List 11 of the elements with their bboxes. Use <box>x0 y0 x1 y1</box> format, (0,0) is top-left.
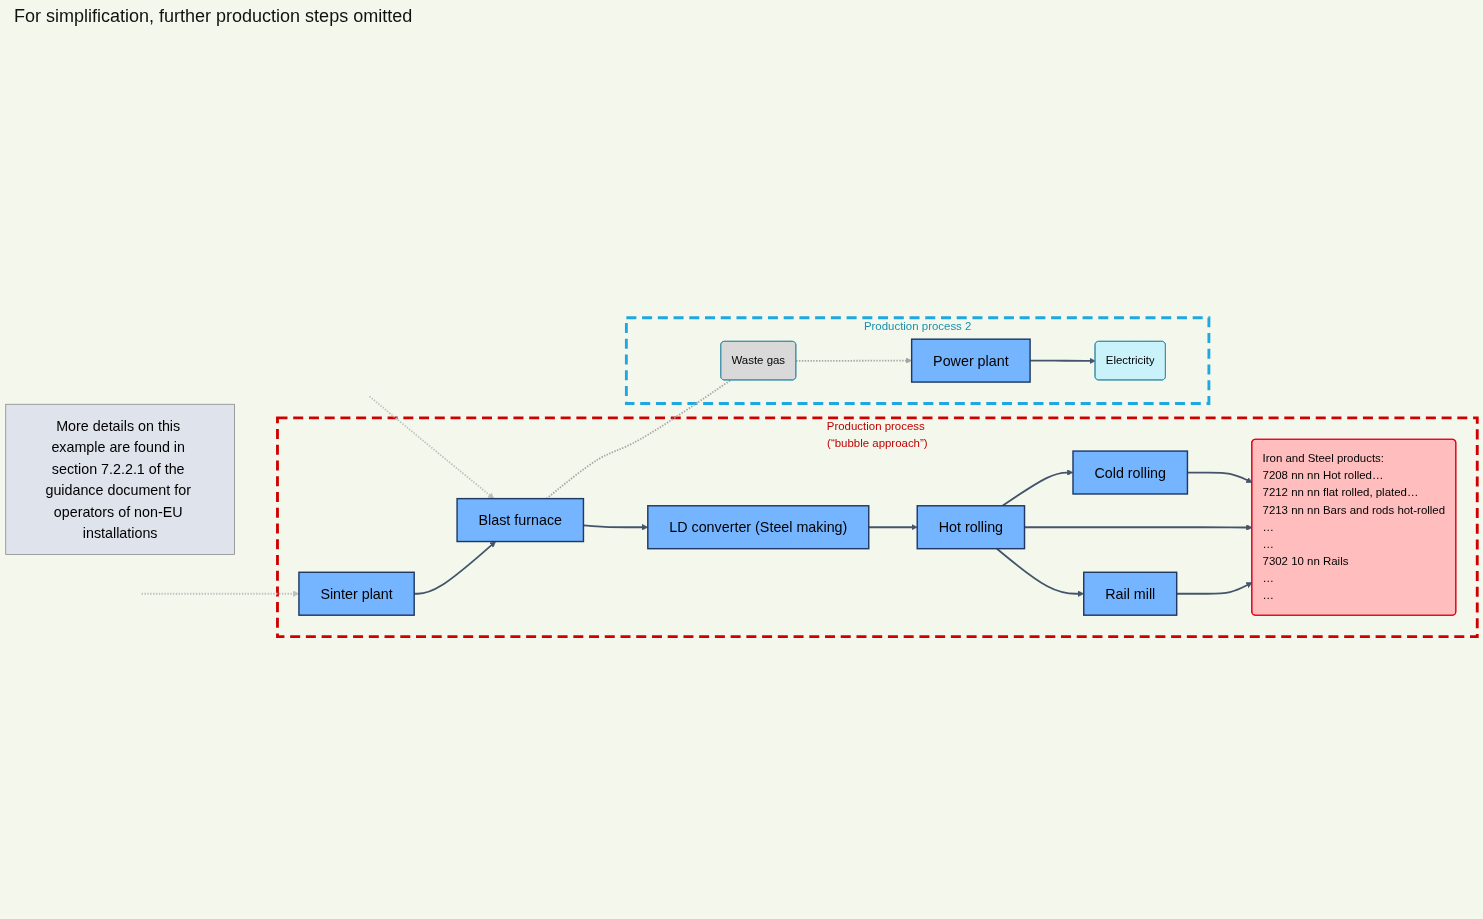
node-box: Power plant <box>910 338 1031 383</box>
node-box: Hot rolling <box>916 504 1026 550</box>
node-box: Rail mill <box>1083 571 1178 616</box>
note-text: For simplification, further production steps omitted <box>14 6 413 26</box>
arrow <box>368 395 495 499</box>
node-box: Blast furnace <box>456 497 585 543</box>
node-box: Sinter plant <box>298 571 415 616</box>
arrow <box>795 357 912 364</box>
node-box: Cold rolling <box>1072 450 1189 495</box>
node-box: More details on this example are found in section 7.2.2.1 of the guidance document for operators of non-EU installations <box>5 403 235 555</box>
node-box: LD converter (Steel making) <box>647 504 870 550</box>
